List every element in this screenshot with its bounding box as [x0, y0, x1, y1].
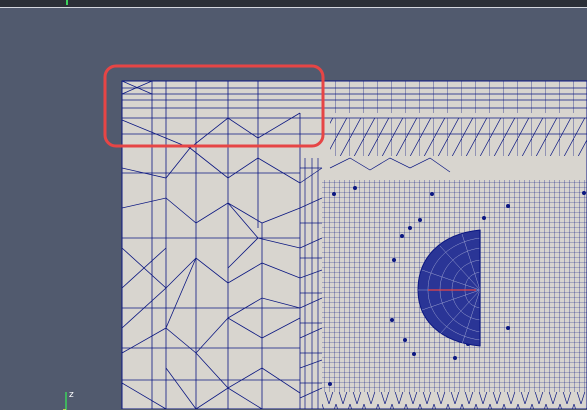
- mesh-canvas[interactable]: [0, 8, 587, 409]
- toolbar-strip: [0, 0, 587, 8]
- transition-zone: [299, 157, 451, 409]
- coarse-region: [121, 80, 301, 409]
- orientation-axes: [63, 392, 67, 410]
- axis-tick-indicator: [66, 0, 68, 5]
- body-mesh: [417, 229, 481, 347]
- render-viewport[interactable]: z: [0, 8, 587, 410]
- highlight-box: [103, 64, 325, 148]
- axis-z-label: z: [69, 390, 74, 400]
- mesh-domain: [121, 80, 587, 409]
- top-boundary-layer: [122, 81, 587, 156]
